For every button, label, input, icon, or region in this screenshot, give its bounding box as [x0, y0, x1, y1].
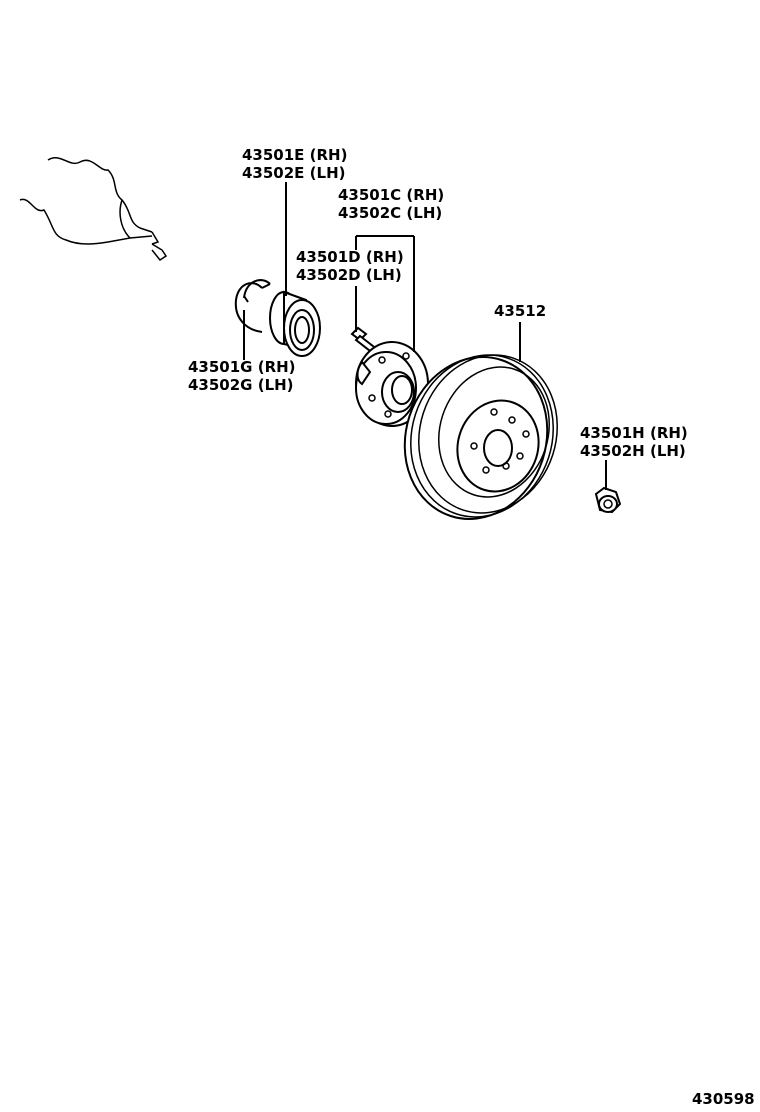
hub-nut	[594, 486, 622, 514]
bearing-label-lh: 43502E (LH)	[242, 164, 345, 182]
axle-hub	[355, 341, 429, 427]
brake-disc	[403, 354, 558, 520]
bearing-label-rh: 43501E (RH)	[242, 146, 347, 164]
snap-ring-label-lh: 43502G (LH)	[188, 376, 294, 394]
figure-number: 430598	[692, 1090, 755, 1108]
hub-label-lh: 43502C (LH)	[338, 204, 442, 222]
drive-shaft-boot	[19, 157, 168, 262]
hub-label-rh: 43501C (RH)	[338, 186, 444, 204]
hub-bolt-label-rh: 43501D (RH)	[296, 248, 404, 266]
snap-ring	[234, 279, 271, 333]
disc-label: 43512	[494, 302, 546, 320]
bearing	[269, 290, 321, 357]
hub-bolt-label-lh: 43502D (LH)	[296, 266, 402, 284]
nut-label-rh: 43501H (RH)	[580, 424, 688, 442]
snap-ring-label-rh: 43501G (RH)	[188, 358, 296, 376]
nut-label-lh: 43502H (LH)	[580, 442, 686, 460]
leader-lines	[243, 182, 607, 490]
